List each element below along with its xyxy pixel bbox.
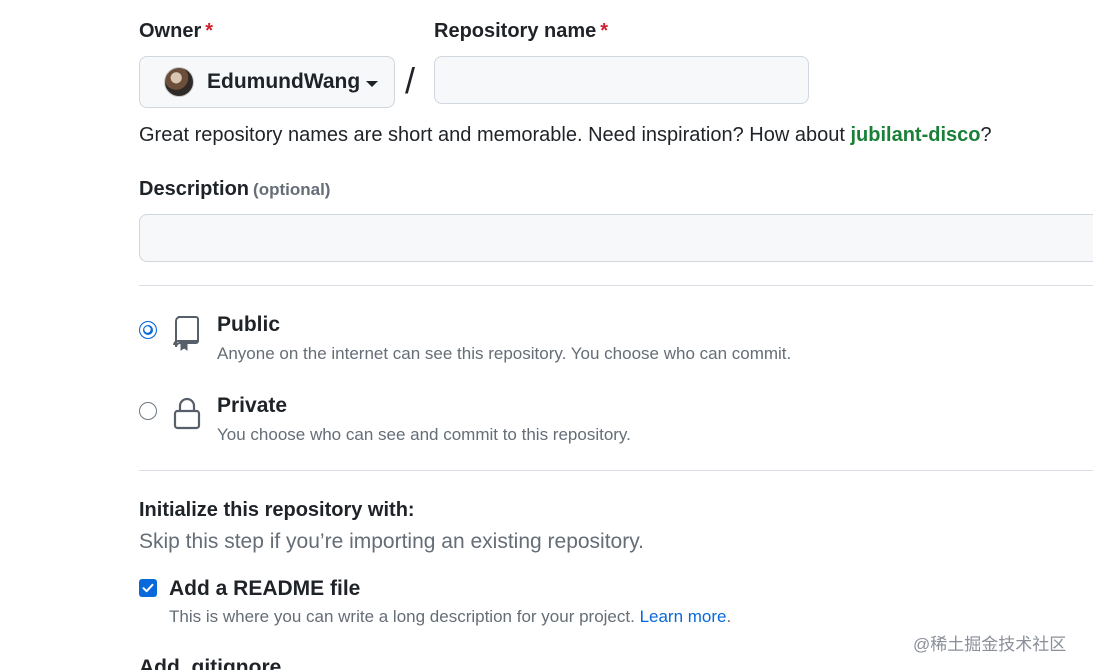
hint-text: Great repository names are short and mem… (139, 124, 851, 146)
repo-name-label: Repository name* (434, 20, 608, 43)
readme-description: This is where you can write a long descr… (169, 607, 731, 627)
readme-checkbox[interactable] (139, 579, 157, 597)
radio-dot-icon (144, 326, 151, 333)
description-label-text: Description (139, 178, 250, 200)
hint-suffix: ? (980, 124, 992, 146)
suggested-name-link[interactable]: jubilant-disco (850, 124, 981, 146)
required-mark: * (600, 20, 609, 42)
repo-name-input[interactable] (434, 56, 809, 104)
owner-select-button[interactable]: EdumundWang (139, 56, 395, 108)
readme-desc-text: This is where you can write a long descr… (169, 607, 635, 626)
owner-label: Owner* (139, 20, 213, 43)
private-description: You choose who can see and commit to thi… (217, 425, 631, 444)
avatar (164, 67, 194, 97)
gitignore-label: Add .gitignore (139, 656, 282, 670)
optional-tag: (optional) (253, 180, 331, 199)
public-title: Public (217, 313, 281, 336)
learn-more-link[interactable]: Learn more (639, 607, 727, 626)
owner-label-text: Owner (139, 20, 202, 42)
description-label: Description(optional) (139, 178, 330, 201)
init-title: Initialize this repository with: (139, 499, 415, 521)
repo-name-label-text: Repository name (434, 20, 597, 42)
owner-name: EdumundWang (207, 70, 361, 93)
private-radio[interactable] (139, 402, 157, 420)
repo-name-hint: Great repository names are short and mem… (139, 124, 992, 147)
required-mark: * (205, 20, 214, 42)
checkmark-icon (142, 583, 154, 593)
chevron-down-icon (366, 80, 379, 87)
readme-label: Add a README file (169, 577, 361, 600)
divider (139, 470, 1093, 471)
public-radio[interactable] (139, 321, 157, 339)
divider (139, 285, 1093, 286)
lock-icon (172, 396, 202, 432)
readme-desc-suffix: . (726, 607, 732, 626)
repo-icon (172, 315, 202, 351)
public-description: Anyone on the internet can see this repo… (217, 344, 792, 363)
owner-repo-separator: / (405, 60, 416, 101)
init-subtitle: Skip this step if you’re importing an ex… (139, 530, 645, 553)
description-input[interactable] (139, 214, 1093, 262)
watermark-text: @稀土掘金技术社区 (913, 635, 1067, 654)
private-title: Private (217, 394, 288, 417)
